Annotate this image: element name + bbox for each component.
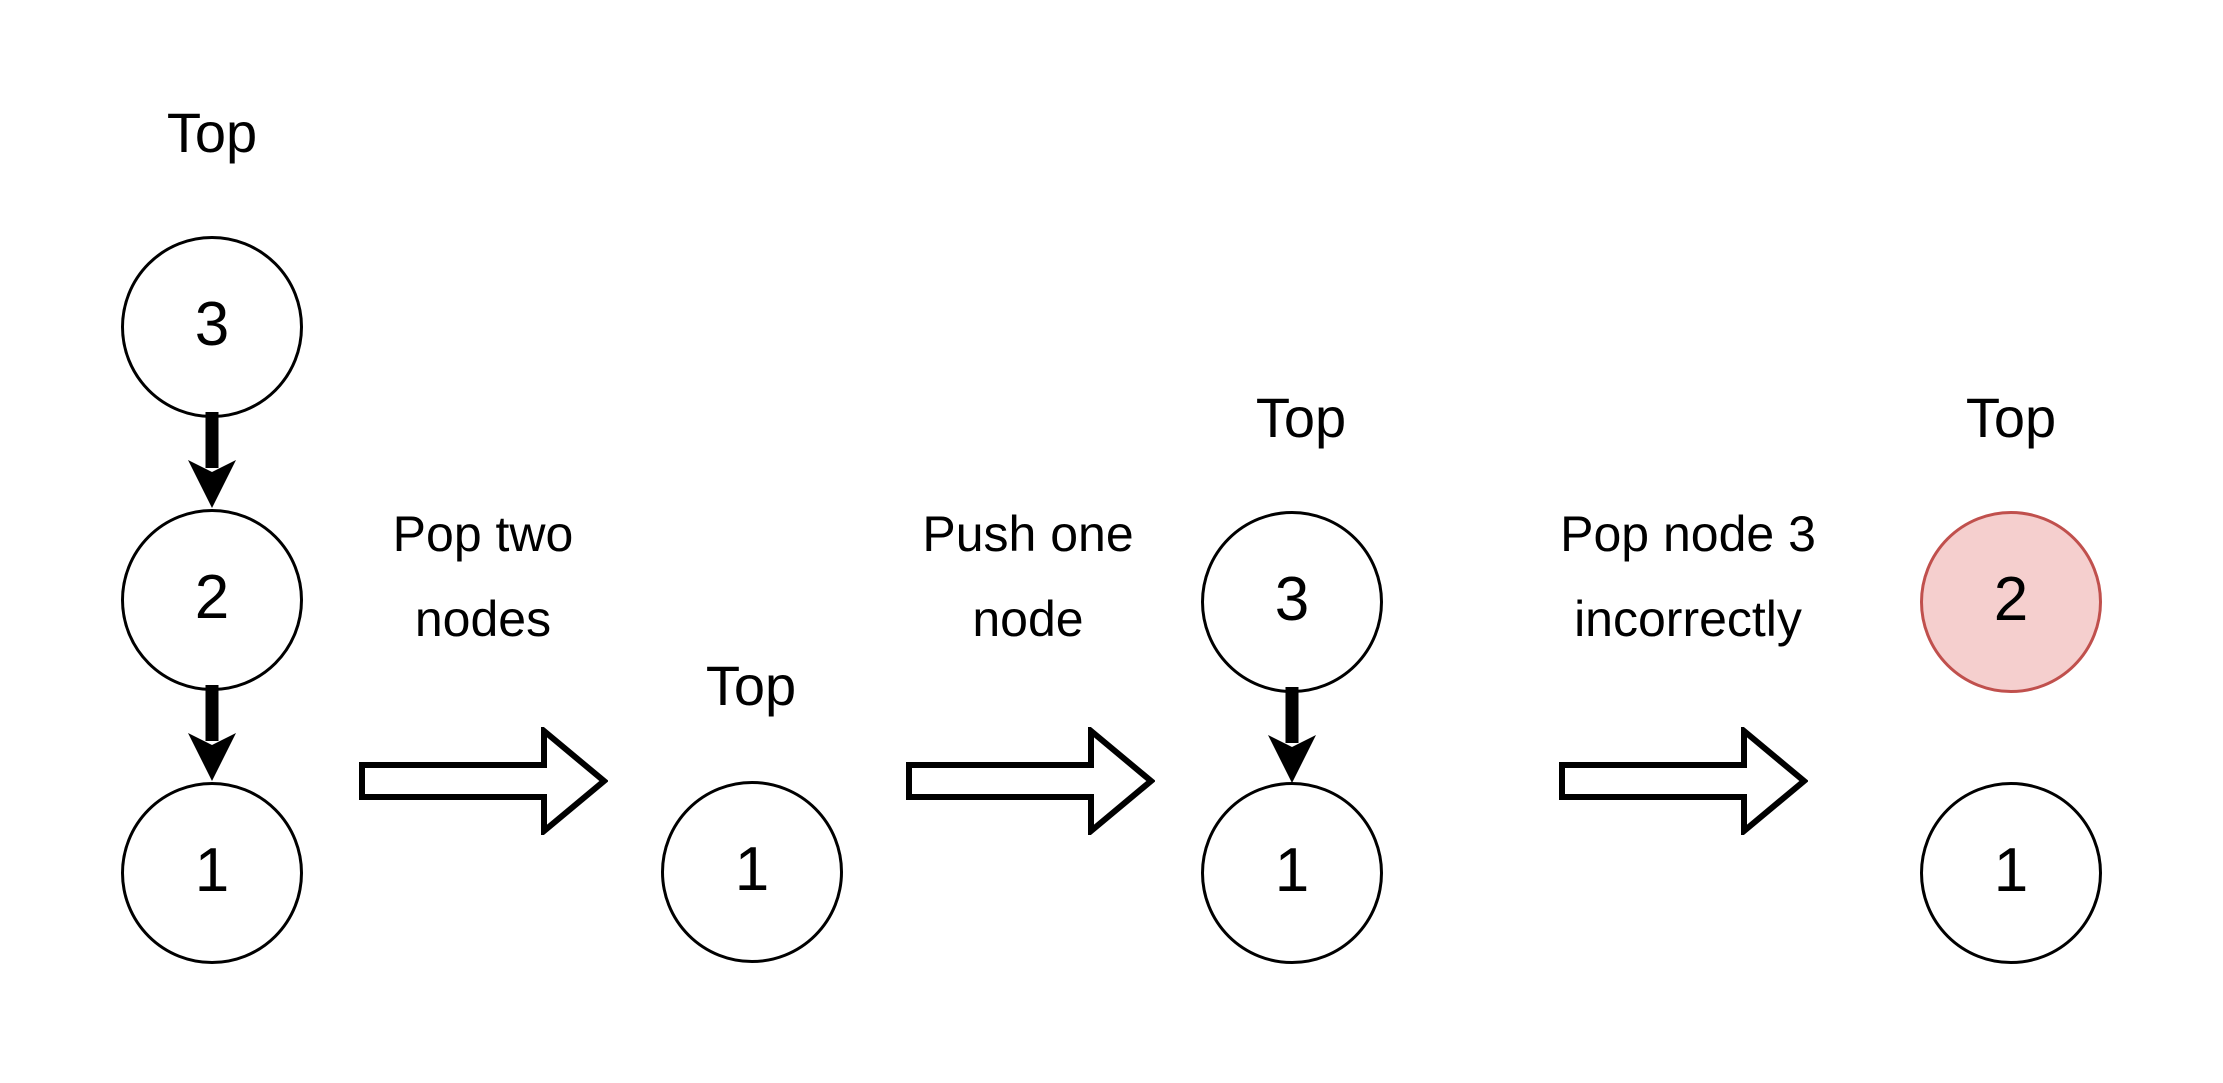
transition-label-line-1: Pop node 3: [1560, 506, 1816, 562]
stack-node-3-column-1[interactable]: 3: [121, 236, 303, 418]
stack-node-2-column-4-highlighted[interactable]: 2: [1920, 511, 2102, 693]
top-label-column-3: Top: [1255, 386, 1347, 449]
transition-label-line-1: Pop two: [392, 506, 574, 562]
stack-node-value: 1: [734, 835, 770, 904]
stack-node-value: 1: [194, 836, 230, 905]
transition-label-line-2: incorrectly: [1574, 591, 1802, 647]
stack-column-after-pop-two: Top 1: [620, 0, 920, 1083]
stack-node-1-column-4[interactable]: 1: [1920, 782, 2102, 964]
right-block-arrow-icon: [906, 727, 1155, 835]
down-arrow-icon: [1268, 687, 1316, 783]
stack-node-2-column-1[interactable]: 2: [121, 509, 303, 691]
transition-label-pop-node-3-incorrectly: Pop node 3 incorrectly: [1498, 492, 1878, 662]
top-label-column-4: Top: [1965, 386, 2057, 449]
stack-node-value: 2: [194, 563, 230, 632]
transition-label-line-2: node: [972, 591, 1084, 647]
down-arrow-icon: [188, 685, 236, 781]
stack-node-value: 3: [1274, 565, 1310, 634]
stack-node-value: 3: [194, 290, 230, 359]
stack-node-value: 1: [1993, 836, 2029, 905]
stack-node-1-column-1[interactable]: 1: [121, 782, 303, 964]
stack-column-initial: Top 3 2 1: [0, 0, 430, 1083]
stack-node-1-column-2[interactable]: 1: [661, 781, 843, 963]
stack-column-after-push-one: Top 3 1: [1160, 0, 1480, 1083]
down-arrow-icon: [188, 412, 236, 508]
transition-label-push-one-node: Push one node: [868, 492, 1188, 662]
transition-label-line-2: nodes: [414, 591, 552, 647]
stack-node-1-column-3[interactable]: 1: [1201, 782, 1383, 964]
transition-label-line-1: Push one: [922, 506, 1134, 562]
transition-label-pop-two-nodes: Pop two nodes: [333, 492, 633, 662]
stack-node-value: 1: [1274, 836, 1310, 905]
stack-column-after-incorrect-pop: Top 2 1: [1880, 0, 2210, 1083]
top-label-column-2: Top: [705, 654, 797, 717]
stack-node-value: 2: [1993, 565, 2029, 634]
right-block-arrow-icon: [1559, 727, 1808, 835]
top-label-column-1: Top: [166, 101, 258, 164]
stack-node-3-column-3[interactable]: 3: [1201, 511, 1383, 693]
right-block-arrow-icon: [359, 727, 608, 835]
